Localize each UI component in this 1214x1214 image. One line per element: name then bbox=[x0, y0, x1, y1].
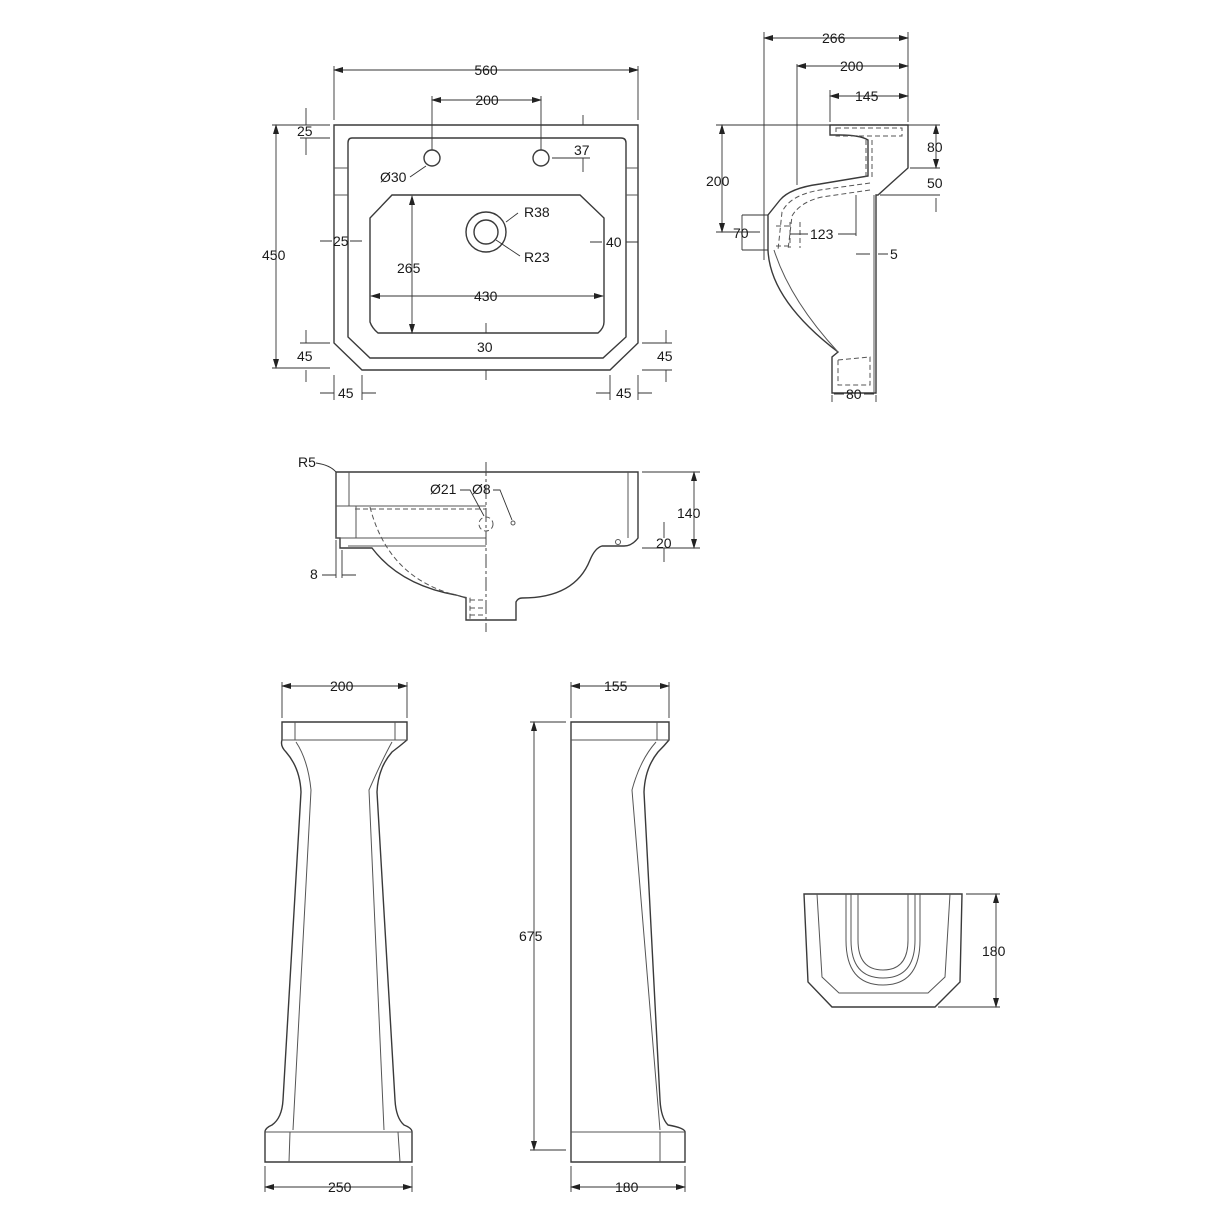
semi-pedestal-view: 180 bbox=[803, 893, 1006, 1008]
dim-side-height-80: 80 bbox=[927, 139, 943, 155]
basin-front-section-view: R5 Ø21 Ø8 140 20 8 bbox=[298, 454, 701, 632]
dim-bowl-depth: 265 bbox=[397, 260, 421, 276]
basin-plan-view: 560 200 450 25 37 Ø30 R38 R23 25 40 265 … bbox=[262, 62, 673, 401]
dim-pedestal-top-width: 200 bbox=[330, 678, 354, 694]
dim-side-bracket-width: 80 bbox=[846, 386, 862, 402]
dim-side-overflow-70: 70 bbox=[733, 225, 749, 241]
dim-overall-depth: 450 bbox=[262, 247, 286, 263]
dim-small-hole-dia: Ø8 bbox=[472, 481, 491, 497]
dim-left-rim: 25 bbox=[333, 233, 349, 249]
dim-chamfer-right-h: 45 bbox=[616, 385, 632, 401]
dim-chamfer-right-v: 45 bbox=[657, 348, 673, 364]
dim-front-rim: 30 bbox=[477, 339, 493, 355]
dim-overflow-dia: Ø21 bbox=[430, 481, 457, 497]
dim-side-overflow-123: 123 bbox=[810, 226, 834, 242]
dim-side-height-50: 50 bbox=[927, 175, 943, 191]
pedestal-front-view: 200 250 bbox=[264, 678, 413, 1195]
dim-tap-diameter: Ø30 bbox=[380, 169, 407, 185]
dim-pedestal-base-depth: 180 bbox=[615, 1179, 639, 1195]
dim-tap-spacing: 200 bbox=[475, 92, 499, 108]
dim-waste-outer: R38 bbox=[524, 204, 550, 220]
dim-pedestal-height: 675 bbox=[519, 928, 543, 944]
dim-top-rim: 25 bbox=[297, 123, 313, 139]
dim-semi-pedestal-height: 180 bbox=[982, 943, 1006, 959]
basin-side-view: 266 200 145 200 80 50 70 123 5 80 bbox=[706, 30, 943, 402]
dim-side-wall-gap: 5 bbox=[890, 246, 898, 262]
dim-pedestal-base-width: 250 bbox=[328, 1179, 352, 1195]
dim-waste-inner: R23 bbox=[524, 249, 550, 265]
dim-basin-height: 140 bbox=[677, 505, 701, 521]
dim-bowl-width: 430 bbox=[474, 288, 498, 304]
dim-corner-radius: R5 bbox=[298, 454, 316, 470]
dim-tap-offset: 37 bbox=[574, 142, 590, 158]
dim-chamfer-left-v: 45 bbox=[297, 348, 313, 364]
dim-side-depth-145: 145 bbox=[855, 88, 879, 104]
dim-chamfer-left-h: 45 bbox=[338, 385, 354, 401]
dim-lip: 20 bbox=[656, 535, 672, 551]
dim-side-depth-200: 200 bbox=[840, 58, 864, 74]
dim-overall-width: 560 bbox=[474, 62, 498, 78]
dim-side-overall-depth: 266 bbox=[822, 30, 846, 46]
dim-edge-offset: 8 bbox=[310, 566, 318, 582]
dim-right-rim: 40 bbox=[606, 234, 622, 250]
dim-pedestal-top-depth: 155 bbox=[604, 678, 628, 694]
pedestal-side-view: 155 675 180 bbox=[519, 678, 686, 1195]
dim-side-height-200: 200 bbox=[706, 173, 730, 189]
